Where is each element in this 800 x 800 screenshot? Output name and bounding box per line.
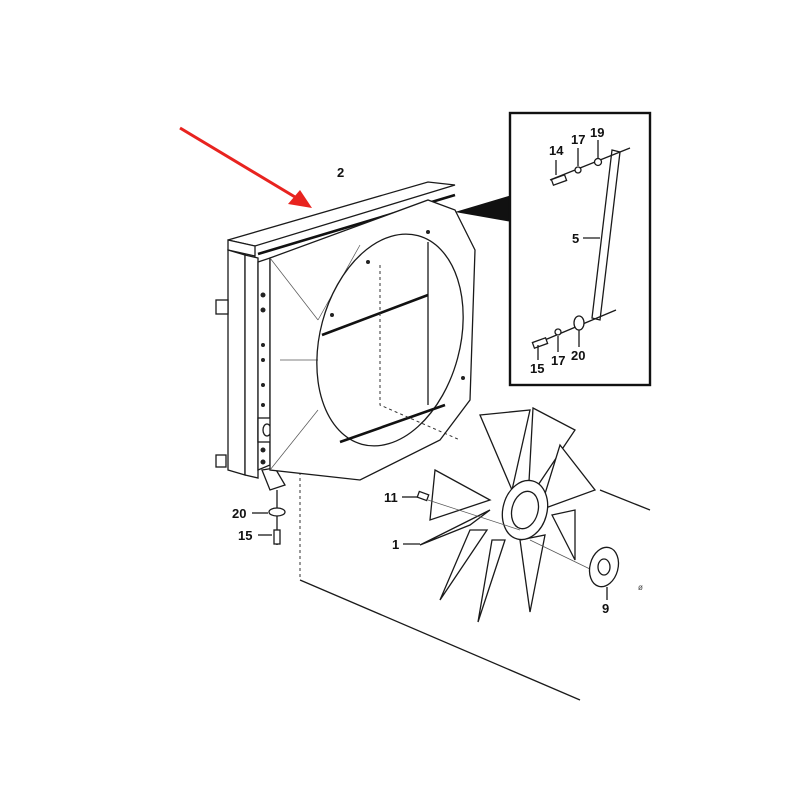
callout-11: 11	[384, 490, 398, 505]
callout-1: 1	[392, 537, 400, 552]
callout-20-foot: 20	[232, 506, 247, 521]
svg-text:ø: ø	[638, 583, 643, 592]
detail-box	[508, 111, 652, 387]
callout-9: 9	[602, 601, 610, 616]
callout-15-lower: 15	[530, 361, 545, 376]
callout-15-foot: 15	[238, 528, 253, 543]
callout-14: 14	[549, 143, 564, 158]
cooling-fan	[402, 406, 597, 623]
callout-2: 2	[337, 165, 345, 180]
callout-20-lower: 20	[571, 348, 586, 363]
fan-shroud-frame	[215, 181, 476, 491]
highlight-arrow-icon	[179, 126, 312, 208]
callout-17-upper: 17	[571, 132, 586, 147]
detail-pointer	[455, 195, 512, 222]
foot-hardware	[252, 490, 286, 545]
callout-19: 19	[590, 125, 605, 140]
hub-plate: ø	[529, 539, 643, 600]
callout-5: 5	[572, 231, 580, 246]
callout-17-lower: 17	[551, 353, 566, 368]
